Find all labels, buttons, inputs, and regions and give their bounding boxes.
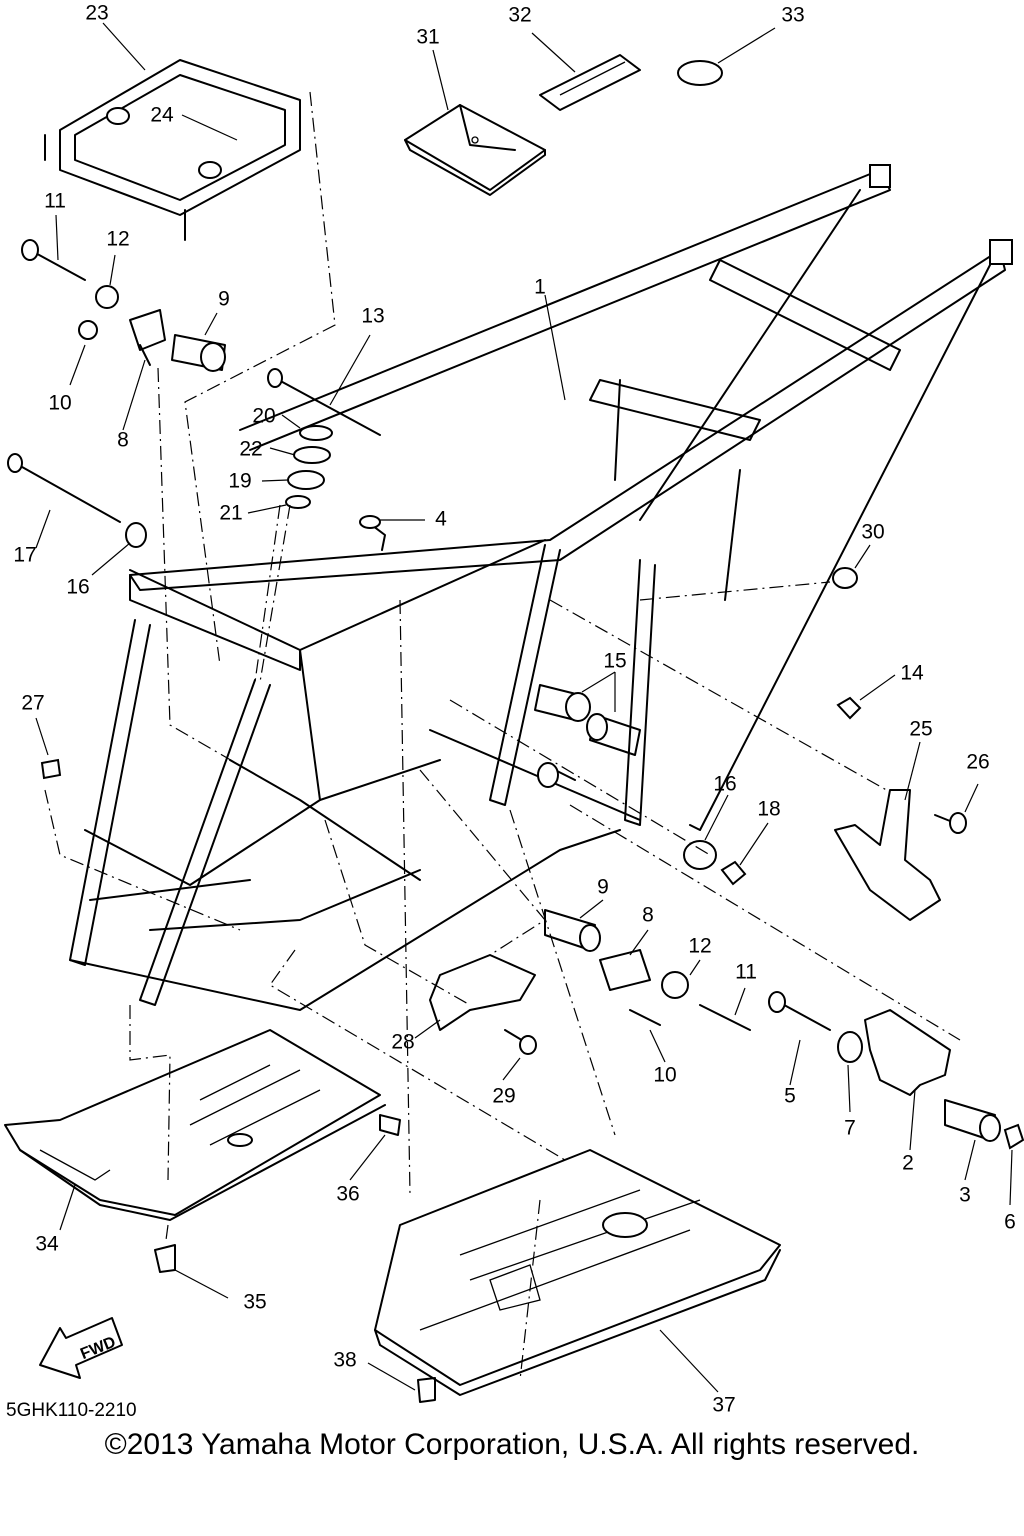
callout-label: 23	[85, 1, 109, 25]
right-side-parts	[683, 567, 967, 921]
callout-label: 33	[781, 3, 805, 27]
callout-label: 9	[218, 287, 230, 311]
callout-label: 7	[844, 1116, 856, 1140]
callout-label: 8	[117, 428, 129, 452]
callout-label: 29	[492, 1084, 516, 1108]
reference-lines	[44, 91, 961, 1381]
diagram-code: 5GHK110-2210	[6, 1400, 137, 1421]
fwd-label: FWD	[78, 1334, 118, 1363]
callout-label: 38	[333, 1348, 357, 1372]
callout-label: 16	[713, 772, 737, 796]
seat-rack	[44, 59, 301, 241]
rear-skid-plate	[374, 1149, 781, 1403]
leader-lines	[35, 22, 1013, 1393]
callout-label: 37	[712, 1393, 736, 1417]
bolts-and-washers	[7, 368, 386, 551]
callout-label: 8	[642, 903, 654, 927]
callout-label: 27	[21, 691, 45, 715]
callout-label: 19	[228, 469, 252, 493]
center-engine-mounts	[534, 684, 641, 788]
callout-label: 10	[48, 391, 72, 415]
callout-label: 9	[597, 875, 609, 899]
callout-label: 17	[13, 543, 37, 567]
callout-label: 31	[416, 25, 440, 49]
tool-bag	[404, 104, 546, 196]
callout-label: 25	[909, 717, 933, 741]
callout-label: 5	[784, 1084, 796, 1108]
lower-right-mount	[544, 909, 1024, 1150]
main-frame	[69, 164, 1013, 1011]
callout-label: 14	[900, 661, 924, 685]
bracket-28	[429, 954, 537, 1055]
callout-label: 10	[653, 1063, 677, 1087]
callout-label: 18	[757, 797, 781, 821]
callout-label: 30	[861, 520, 885, 544]
callout-label: 34	[35, 1232, 59, 1256]
tool	[539, 54, 641, 111]
callout-label: 11	[735, 960, 757, 984]
callout-label: 35	[243, 1290, 267, 1314]
fwd-arrow-icon: FWD	[39, 1317, 123, 1379]
callout-label: 1	[534, 275, 546, 299]
callout-label: 13	[361, 304, 385, 328]
callout-label: 24	[150, 103, 174, 127]
callout-label: 2	[902, 1151, 914, 1175]
callout-label: 26	[966, 750, 990, 774]
callout-label: 21	[219, 501, 243, 525]
copyright-notice: ©2013 Yamaha Motor Corporation, U.S.A. A…	[104, 1428, 920, 1461]
callout-label: 3	[959, 1183, 971, 1207]
callout-label: 20	[252, 404, 276, 428]
callout-label: 12	[106, 227, 130, 251]
callout-label: 36	[336, 1182, 360, 1206]
callout-label: 11	[44, 189, 66, 213]
engine-mount-upper-left	[21, 239, 226, 372]
callout-label: 12	[688, 934, 712, 958]
o-ring	[677, 60, 723, 86]
callout-label: 15	[603, 649, 627, 673]
callout-label: 22	[239, 437, 263, 461]
cap-27	[40, 758, 62, 780]
front-skid-plate	[4, 1029, 401, 1273]
callout-label: 6	[1004, 1210, 1016, 1234]
callout-label: 28	[391, 1030, 415, 1054]
callout-label: 4	[435, 507, 447, 531]
callout-label: 16	[66, 575, 90, 599]
callout-label: 32	[508, 3, 532, 27]
